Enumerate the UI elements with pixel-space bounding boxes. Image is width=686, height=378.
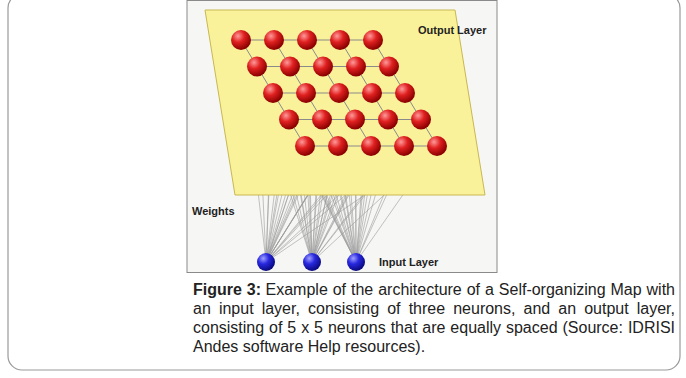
- output-neuron: [263, 83, 283, 103]
- output-neuron: [312, 110, 332, 130]
- output-neuron: [345, 110, 365, 130]
- output-neuron: [328, 136, 348, 156]
- caption-text: Example of the architecture of a Self-or…: [193, 281, 675, 355]
- figure-number: Figure 3:: [193, 281, 261, 298]
- grid-lines: [241, 40, 437, 146]
- output-neuron: [379, 57, 399, 77]
- output-neuron: [395, 83, 415, 103]
- figure-caption: Figure 3:Example of the architecture of …: [193, 280, 675, 356]
- output-neuron: [427, 136, 447, 156]
- output-neuron: [313, 57, 333, 77]
- input-neuron: [303, 253, 321, 271]
- output-neurons: [231, 30, 447, 156]
- output-neuron: [411, 110, 431, 130]
- output-neuron: [279, 110, 299, 130]
- output-neuron: [329, 83, 349, 103]
- input-neurons: [257, 253, 365, 271]
- figure-card: [8, 0, 680, 370]
- input-neuron: [347, 253, 365, 271]
- output-neuron: [330, 30, 350, 50]
- input-neuron: [257, 253, 275, 271]
- output-neuron: [378, 110, 398, 130]
- output-neuron: [394, 136, 414, 156]
- output-neuron: [295, 136, 315, 156]
- image-frame: [187, 1, 497, 273]
- output-neuron: [362, 83, 382, 103]
- output-neuron: [361, 136, 381, 156]
- output-neuron: [363, 30, 383, 50]
- output-neuron: [346, 57, 366, 77]
- layer-label: Input Layer: [379, 256, 438, 268]
- weights-label: Weights: [192, 205, 235, 217]
- output-neuron: [264, 30, 284, 50]
- output-neuron: [247, 57, 267, 77]
- output-neuron: [280, 57, 300, 77]
- output-neuron: [297, 30, 317, 50]
- output-plane: [205, 10, 485, 195]
- output-neuron: [296, 83, 316, 103]
- layer-label: Output Layer: [418, 24, 486, 36]
- output-neuron: [231, 30, 251, 50]
